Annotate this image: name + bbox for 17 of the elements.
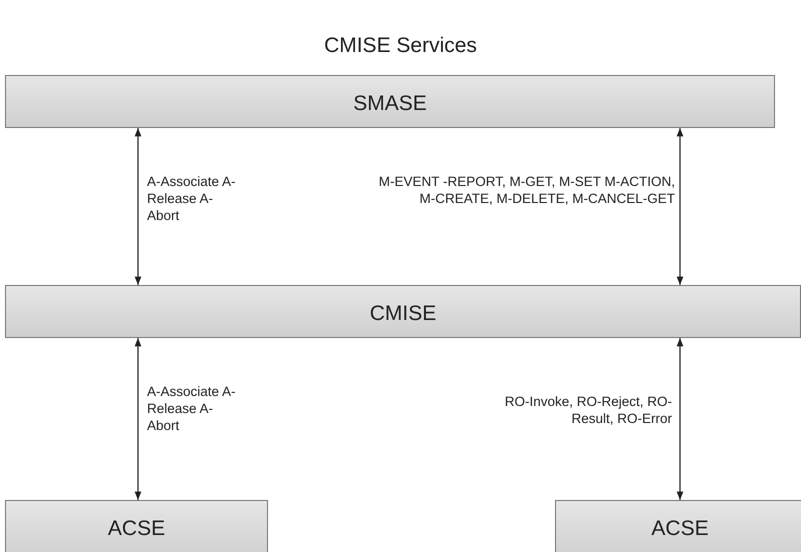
layer-name: ACSE bbox=[651, 516, 709, 542]
edge-label: A-Associate A-Release A-Abort bbox=[147, 173, 237, 224]
layer-band bbox=[5, 500, 268, 552]
double-arrow bbox=[134, 128, 142, 285]
double-arrow bbox=[134, 338, 142, 500]
edge-label: A-Associate A-Release A-Abort bbox=[147, 383, 237, 434]
double-arrow bbox=[676, 128, 684, 285]
layer-name: SMASE bbox=[353, 91, 427, 117]
layer-band bbox=[5, 75, 775, 128]
double-arrow bbox=[676, 338, 684, 500]
layer-band bbox=[5, 285, 801, 338]
layer-band bbox=[555, 500, 801, 552]
layer-name: CMISE bbox=[370, 301, 436, 327]
edge-label: RO-Invoke, RO-Reject, RO-Result, RO-Error bbox=[504, 393, 672, 427]
edge-label: M-EVENT -REPORT, M-GET, M-SET M-ACTION, M-CREATE, M-DELETE, M-CANCEL-GET bbox=[378, 173, 675, 207]
diagram-title: CMISE Services bbox=[323, 33, 478, 59]
layer-name: ACSE bbox=[108, 516, 166, 542]
